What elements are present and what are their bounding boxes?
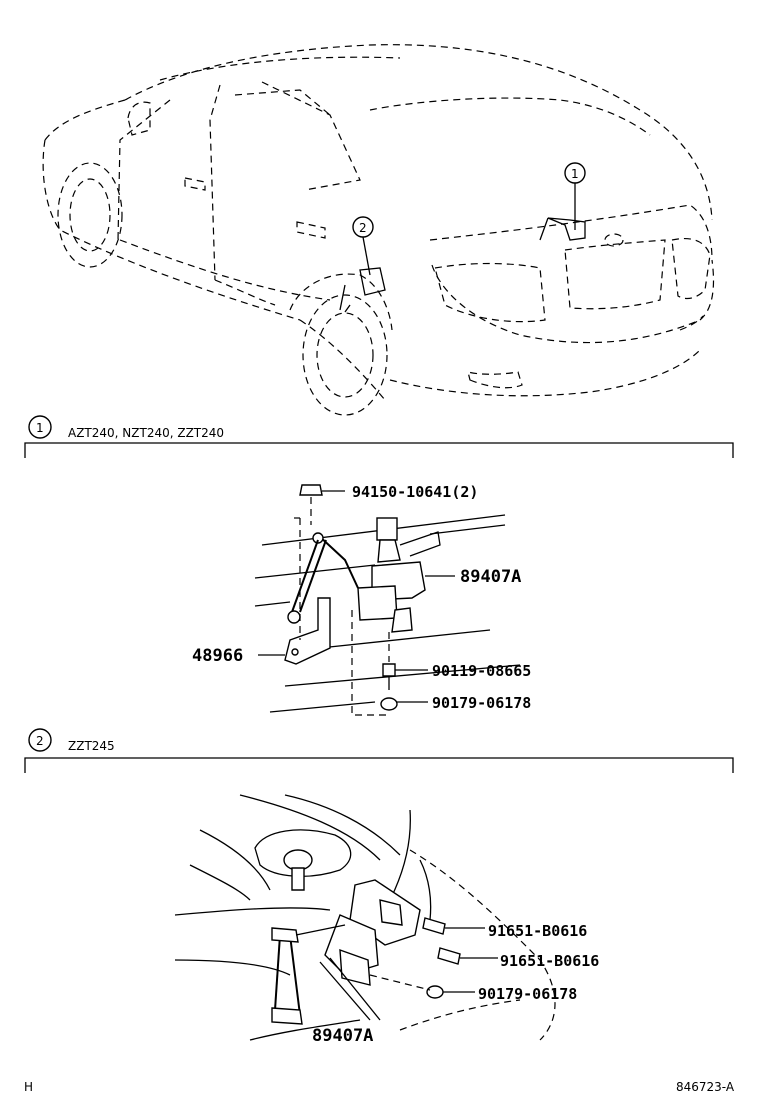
part-number-90179-06178-s2: 90179-06178	[478, 985, 577, 1003]
footer-figure-id: 846723-A	[676, 1080, 735, 1094]
part-number-89407a-s1: 89407A	[460, 567, 521, 587]
part-number-90119-08665: 90119-08665	[432, 662, 531, 680]
part-number-89407a-s2: 89407A	[312, 1026, 373, 1046]
section-2-models: ZZT245	[68, 739, 115, 753]
section-2-index: 2	[36, 734, 44, 748]
section-2-index-circle	[28, 728, 52, 752]
callout-2-text: 2	[359, 221, 367, 235]
part-number-94150-10641: 94150-10641(2)	[352, 483, 478, 501]
car-overview-illustration	[42, 44, 715, 416]
part-number-90179-06178-s1: 90179-06178	[432, 694, 531, 712]
section-1-index: 1	[36, 421, 44, 435]
callout-1-text: 1	[571, 167, 579, 181]
part-number-48966: 48966	[192, 646, 243, 666]
section-1-header: 1 AZT240, NZT240, ZZT240	[24, 415, 734, 458]
footer-left-code: H	[24, 1080, 33, 1094]
section-2-assembly-illustration	[174, 794, 556, 1041]
section-2-header: 2 ZZT245	[24, 728, 734, 773]
section-1-assembly-illustration	[254, 484, 521, 716]
section-1-index-circle	[28, 415, 52, 439]
part-number-91651-b0616-a: 91651-B0616	[488, 922, 587, 940]
part-number-91651-b0616-b: 91651-B0616	[500, 952, 599, 970]
section-1-models: AZT240, NZT240, ZZT240	[68, 426, 224, 440]
